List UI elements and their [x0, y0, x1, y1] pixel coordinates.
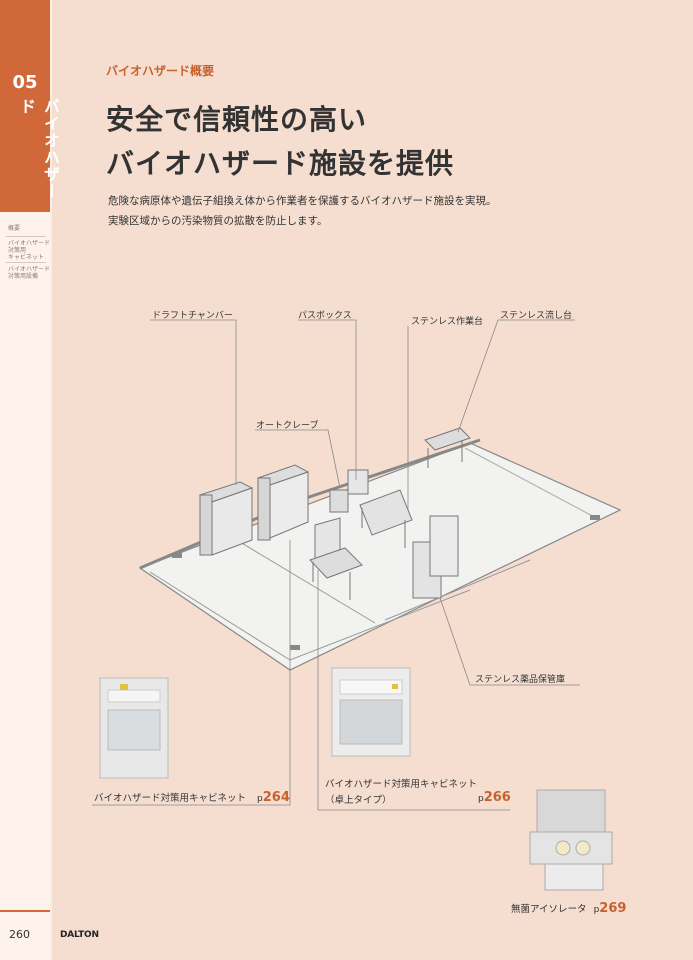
sink-drawing — [424, 427, 471, 468]
storage-cabinet-drawing — [412, 515, 459, 599]
product-label-cabinet[interactable]: バイオハザード対策用キャビネット p264 — [94, 790, 290, 805]
product-label-tabletop-cabinet[interactable]: バイオハザード対策用キャビネット （卓上タイプ） — [325, 776, 477, 806]
product-name: バイオハザード対策用キャビネット — [94, 793, 247, 804]
callout-line — [150, 319, 237, 485]
page-ref-prefix: p — [593, 905, 600, 915]
page-ref: p266 — [478, 790, 511, 805]
page-ref-number: 269 — [599, 901, 627, 916]
footer-accent-line — [0, 910, 50, 912]
lab-table-drawing — [309, 517, 363, 600]
cabinet-drawing — [256, 464, 310, 541]
floor-marker — [290, 645, 300, 650]
page-number: 260 — [9, 928, 30, 941]
page-ref-number: 264 — [262, 790, 290, 805]
sidebar: 05 バイオハザード 概要 バイオハザード 対策用 キャビネット バイオハザード… — [0, 0, 60, 960]
page-ref: p269 — [593, 901, 627, 916]
callout-line — [255, 429, 341, 489]
sidebar-divider — [6, 236, 46, 237]
floor-partition — [384, 559, 531, 621]
sidebar-item-cabinet[interactable]: バイオハザード 対策用 キャビネット — [8, 240, 51, 261]
product-name-line1: バイオハザード対策用キャビネット — [325, 779, 478, 790]
callout-line — [457, 319, 575, 433]
page-ref-prefix: p — [478, 794, 484, 804]
biosafety-cabinet-photo — [99, 677, 169, 779]
tabletop-cabinet-photo — [331, 667, 411, 757]
callout-stainless-sink: ステンレス流し台 — [500, 311, 573, 321]
workbench-drawing — [359, 489, 413, 548]
product-name-line2: （卓上タイプ） — [325, 795, 392, 806]
headline-line2: バイオハザード施設を提供 — [106, 147, 455, 180]
chapter-number: 05 — [12, 72, 38, 93]
lead-line2: 実験区域からの汚染物質の拡散を防止します。 — [108, 215, 328, 227]
page-ref-prefix: p — [257, 794, 263, 804]
floor-marker — [172, 553, 182, 558]
product-name: 無菌アイソレータ — [511, 904, 587, 915]
chapter-tab[interactable]: 05 バイオハザード — [0, 0, 60, 212]
page-ref-number: 266 — [483, 790, 511, 805]
brand-logo: DALTON — [60, 930, 99, 940]
callout-draft-chamber: ドラフトチャンバー — [152, 311, 233, 321]
floor-plan — [138, 442, 622, 671]
section-kicker: バイオハザード概要 — [106, 64, 215, 78]
sidebar-divider — [6, 262, 46, 263]
product-label-isolator[interactable]: 無菌アイソレータ p269 — [511, 901, 626, 916]
callout-chemical-storage: ステンレス薬品保管庫 — [475, 675, 566, 685]
floor-partition — [464, 447, 601, 521]
isolator-photo — [529, 789, 613, 891]
callout-pass-box: パスボックス — [298, 311, 352, 321]
callout-line — [298, 319, 357, 480]
headline-line1: 安全で信頼性の高い — [106, 103, 368, 136]
sidebar-item-overview[interactable]: 概要 — [8, 225, 21, 232]
callout-stainless-workbench: ステンレス作業台 — [411, 317, 484, 327]
callout-line — [439, 597, 580, 686]
autoclave-drawing — [329, 469, 369, 513]
draft-chamber-drawing — [198, 481, 254, 556]
floor-partition — [229, 535, 376, 624]
chapter-title: バイオハザード — [17, 98, 60, 200]
callout-line — [92, 540, 291, 806]
page-ref: p264 — [257, 790, 290, 805]
lead-line1: 危険な病原体や遺伝子組換え体から作業者を保護するバイオハザード施設を実現。 — [108, 195, 497, 207]
callout-autoclave: オートクレーブ — [256, 421, 319, 431]
sidebar-item-equipment[interactable]: バイオハザード 対策用設備 — [8, 266, 51, 280]
floor-marker — [590, 515, 600, 520]
